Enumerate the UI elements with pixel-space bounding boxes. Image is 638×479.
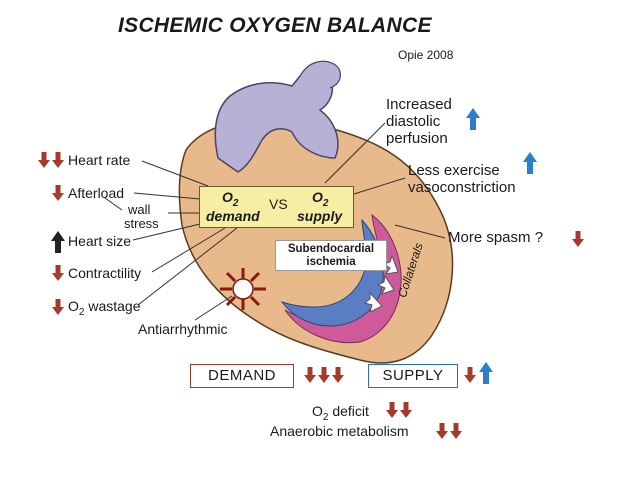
label-anaerobic-metabolism: Anaerobic metabolism <box>270 423 409 439</box>
aorta <box>214 70 339 173</box>
label-o2-deficit: O2 deficit <box>312 403 369 423</box>
label-less-vasoconstriction: Less exercise vasoconstriction <box>408 162 516 196</box>
label-antiarrhythmic: Antiarrhythmic <box>138 321 228 337</box>
supply-box: SUPPLY <box>368 364 458 388</box>
citation: Opie 2008 <box>398 48 454 62</box>
label-heart-size: Heart size <box>68 233 132 249</box>
label-heart-rate: Heart rate <box>68 152 131 168</box>
up-arrow-icon <box>466 108 537 384</box>
label-stress: stress <box>124 216 159 231</box>
label-wall: wall <box>128 202 151 217</box>
label-o2-wastage: O2 wastage <box>68 298 141 321</box>
perfusion-line-3: perfusion <box>386 130 448 147</box>
label-afterload: Afterload <box>68 185 125 201</box>
wastage-text: wastage <box>88 298 141 314</box>
label-contractility: Contractility <box>68 265 142 281</box>
vaso-line-1: Less exercise <box>408 162 500 179</box>
heart-size-up-arrow-icon <box>51 231 65 253</box>
perfusion-line-1: Increased <box>386 96 452 113</box>
perfusion-line-2: diastolic <box>386 113 441 130</box>
ischemia-line-2: ischemia <box>306 256 356 268</box>
aorta-branch <box>299 60 341 89</box>
o2-demand-symbol: O2 <box>222 189 239 209</box>
page-title: ISCHEMIC OXYGEN BALANCE <box>118 14 432 37</box>
ischemia-line-1: Subendocardial <box>287 243 375 255</box>
leader-lines <box>104 122 446 321</box>
o2-supply-symbol: O2 <box>312 189 329 209</box>
o2-subscript: 2 <box>78 306 85 318</box>
supply-word: supply <box>297 208 343 224</box>
label-increased-diastolic-perfusion: Increased diastolic perfusion <box>386 96 452 147</box>
vaso-line-2: vasoconstriction <box>408 179 516 196</box>
demand-word: demand <box>206 208 260 224</box>
collateral-arrows <box>363 254 399 313</box>
label-more-spasm: More spasm ? <box>448 229 544 246</box>
antiarrhythmic-burst-icon <box>220 268 266 310</box>
subendocardial-ischemia-label: Subendocardial ischemia <box>275 240 387 271</box>
vs-word: VS <box>269 196 288 212</box>
oxygen-balance-box: O2 demand VS O2 supply <box>199 186 354 228</box>
o2-symbol: O <box>68 298 79 314</box>
antiarrhythmic-circle <box>232 278 254 300</box>
demand-box: DEMAND <box>190 364 294 388</box>
